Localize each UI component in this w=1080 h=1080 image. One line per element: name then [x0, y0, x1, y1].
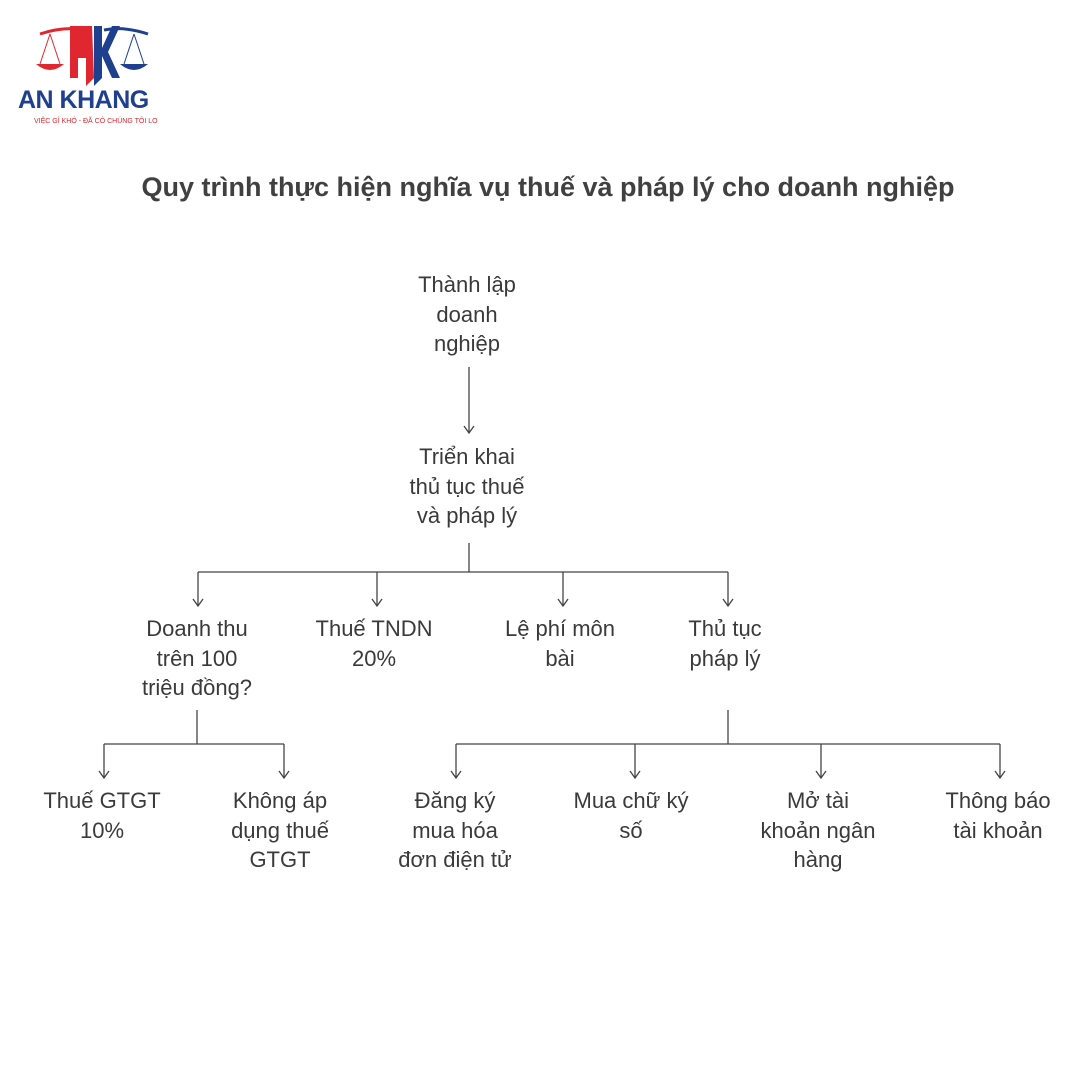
arrow-down — [994, 744, 1006, 780]
logo-name: AN KHANG — [18, 86, 149, 114]
arrow-down — [192, 572, 204, 608]
arrow-down — [629, 744, 641, 780]
arrow-down — [450, 744, 462, 780]
arrow-down — [557, 572, 569, 608]
logo-tagline: VIỆC GÌ KHÓ - ĐÃ CÓ CHÚNG TÔI LO — [34, 118, 158, 125]
arrow-down — [98, 744, 110, 780]
arrow-down — [722, 572, 734, 608]
logo-scales-icon — [36, 26, 149, 86]
arrow-down — [371, 572, 383, 608]
arrow-down — [278, 744, 290, 780]
page-title: Quy trình thực hiện nghĩa vụ thuế và phá… — [141, 172, 955, 202]
arrow-down — [815, 744, 827, 780]
arrow-root-deploy — [463, 367, 475, 435]
logo: AN KHANG VIỆC GÌ KHÓ - ĐÃ CÓ CHÚNG TÔI L… — [14, 22, 174, 132]
